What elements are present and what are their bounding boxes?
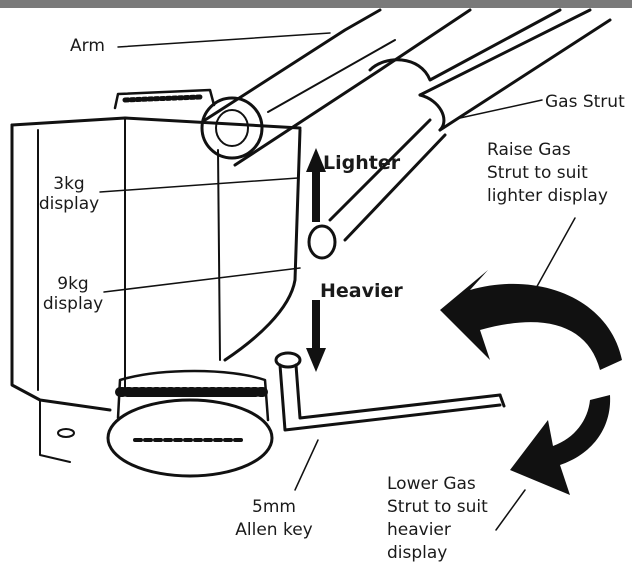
allen-key-tip: [498, 393, 506, 408]
lighter-arrow-head: [306, 148, 326, 172]
allen-key-socket: [274, 351, 302, 369]
lower-curved-arrow: [510, 395, 611, 495]
label-lower-line1: Lower Gas: [387, 474, 476, 494]
label-3kg-line2: display: [38, 194, 100, 214]
label-9kg-line1: 9kg: [57, 274, 89, 294]
lighter-arrow-shaft: [312, 170, 320, 222]
strut-pivot: [307, 224, 337, 260]
gas-strut-cylinder-top: [418, 8, 592, 97]
label-heavier: Heavier: [320, 280, 403, 302]
top-knob: [113, 88, 216, 110]
leader-9kg: [103, 267, 301, 293]
label-allen-key: 5mm Allen key: [226, 496, 322, 542]
label-lighter: Lighter: [323, 152, 401, 174]
label-3kg-line1: 3kg: [53, 174, 85, 194]
leader-lower: [495, 489, 526, 531]
bottom-knob: [106, 398, 274, 478]
top-knob-knurl: [122, 94, 203, 103]
bracket-top-edge: [10, 116, 302, 130]
gas-strut-end: [418, 93, 446, 132]
label-raise-line1: Raise Gas: [487, 140, 571, 160]
gas-strut-cylinder-bottom: [438, 18, 612, 132]
leader-raise: [534, 217, 576, 291]
label-raise-line3: lighter display: [487, 186, 608, 206]
bracket-foot: [39, 399, 71, 463]
label-3kg-display: 3kg display: [30, 174, 108, 214]
label-gas-strut: Gas Strut: [545, 92, 625, 112]
gas-strut-top: [368, 8, 562, 82]
bracket-hole: [57, 428, 75, 438]
gas-strut-rod-top: [328, 118, 432, 222]
label-9kg-line2: display: [42, 294, 104, 314]
leader-arm: [117, 32, 331, 48]
label-raise-line2: Strut to suit: [487, 163, 588, 183]
label-allen-line1: 5mm: [252, 497, 296, 517]
heavier-arrow-head: [306, 348, 326, 372]
allen-key-outer: [278, 363, 502, 432]
gas-strut-rod-bottom: [343, 133, 447, 242]
arm-pivot-inner: [215, 109, 249, 147]
bottom-knob-body: [116, 369, 270, 422]
label-allen-line2: Allen key: [235, 520, 313, 540]
arm-detail: [267, 39, 396, 113]
leader-3kg: [99, 177, 299, 193]
label-lower-line3: heavier: [387, 520, 451, 540]
label-lower-line4: display: [387, 543, 448, 563]
arm-upper-edge: [203, 8, 382, 122]
adjustment-arrow: [306, 148, 326, 372]
raise-curved-arrow: [440, 270, 622, 370]
bracket-left-edge: [10, 123, 112, 412]
leader-gas-strut: [459, 99, 543, 119]
label-raise-gas-strut: Raise Gas Strut to suit lighter display: [487, 139, 608, 208]
arm-pivot: [200, 96, 264, 160]
header-bar: [0, 0, 632, 8]
leader-allen-key: [294, 439, 319, 491]
label-9kg-display: 9kg display: [34, 274, 112, 314]
bracket-fold-line-2: [217, 149, 221, 361]
label-lower-line2: Strut to suit: [387, 497, 488, 517]
heavier-arrow-shaft: [312, 300, 320, 350]
label-arm: Arm: [70, 36, 105, 56]
curved-plate: [223, 128, 302, 362]
allen-key-inner: [294, 363, 502, 420]
label-lower-gas-strut: Lower Gas Strut to suit heavier display: [387, 473, 488, 565]
arm-lower-edge: [233, 8, 472, 167]
